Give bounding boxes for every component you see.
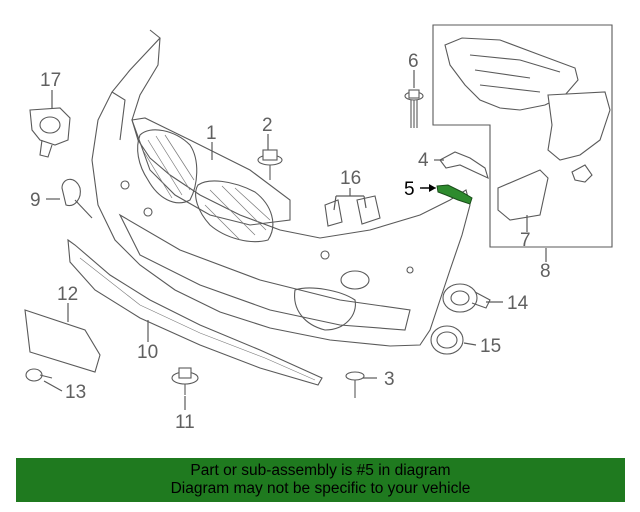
callout-2: 2 <box>262 115 273 136</box>
callout-14: 14 <box>507 293 529 314</box>
bracket-group-parts <box>444 37 611 221</box>
leader-lines <box>43 70 547 410</box>
callout-17: 17 <box>40 70 61 91</box>
part-14-sensor <box>442 283 491 313</box>
callout-16: 16 <box>340 168 361 189</box>
part-3-clip <box>345 371 365 398</box>
callout-5: 5 <box>404 179 415 200</box>
callout-5-arrow <box>420 184 436 192</box>
part-2-screw <box>257 149 283 180</box>
callout-3: 3 <box>384 369 395 390</box>
part-17-sensor <box>29 107 71 158</box>
banner-line-1: Part or sub-assembly is #5 in diagram <box>190 462 451 479</box>
part-15-ring <box>430 325 464 355</box>
part-5-bracket <box>436 184 473 205</box>
callout-13: 13 <box>65 382 86 403</box>
bracket-group-box <box>432 24 613 248</box>
callout-4: 4 <box>418 150 429 171</box>
part-12-plate-bracket <box>24 309 101 373</box>
bumper-cover <box>91 29 471 347</box>
info-banner: Part or sub-assembly is #5 in diagram Di… <box>16 458 625 502</box>
part-9-cover <box>61 178 93 219</box>
part-13-screw <box>25 368 53 382</box>
callout-15: 15 <box>480 336 501 357</box>
part-6-bolt <box>404 89 424 128</box>
part-16-clips <box>324 195 381 227</box>
callout-10: 10 <box>137 342 158 363</box>
callout-1: 1 <box>206 123 217 144</box>
callout-6: 6 <box>408 51 419 72</box>
callout-8: 8 <box>540 261 551 282</box>
part-4-bracket <box>439 151 489 180</box>
callout-7: 7 <box>520 230 531 251</box>
callout-9: 9 <box>30 190 41 211</box>
callout-11: 11 <box>175 412 195 433</box>
callout-12: 12 <box>57 284 78 305</box>
banner-line-2: Diagram may not be specific to your vehi… <box>170 480 471 497</box>
part-11-screw <box>171 367 199 395</box>
lower-spoiler <box>67 238 323 386</box>
